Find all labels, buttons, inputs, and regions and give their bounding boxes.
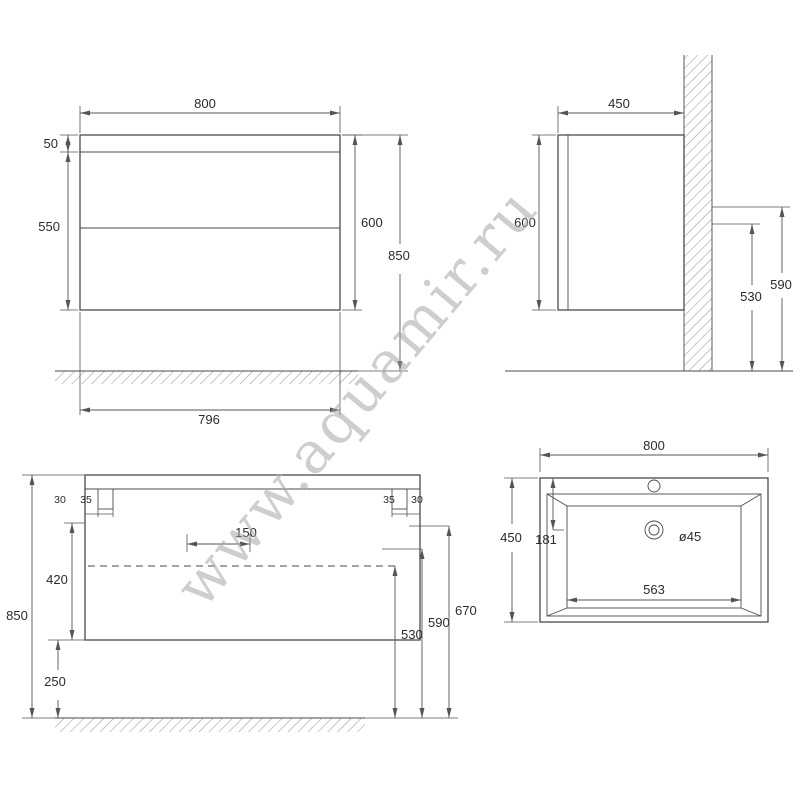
dim-front-height: 600 bbox=[361, 215, 383, 230]
dim-bracket-width-left: 35 bbox=[80, 494, 92, 506]
dim-front-width-bottom: 796 bbox=[198, 412, 220, 427]
front-view: 800 50 550 600 850 796 bbox=[38, 96, 410, 427]
dim-side-drain-height: 590 bbox=[770, 277, 792, 292]
dim-basin-drain-offset: 181 bbox=[535, 532, 557, 547]
dim-bracket-offset-right: 30 bbox=[411, 494, 423, 506]
mounting-view: 30 35 35 30 150 420 850 250 530 bbox=[6, 474, 477, 732]
dim-bracket-offset-left: 30 bbox=[54, 494, 66, 506]
dim-bracket-width-right: 35 bbox=[383, 494, 395, 506]
dim-front-width-top: 800 bbox=[194, 96, 216, 111]
dim-front-height-from-floor: 850 bbox=[388, 248, 410, 263]
dim-side-depth: 450 bbox=[608, 96, 630, 111]
basin-slope-line bbox=[546, 493, 568, 507]
side-cabinet-outline bbox=[557, 134, 685, 311]
dim-basin-depth: 450 bbox=[500, 530, 522, 545]
bracket-right bbox=[391, 488, 408, 510]
faucet-hole bbox=[647, 479, 661, 493]
dim-basin-width: 800 bbox=[643, 438, 665, 453]
dim-mounting-h670: 670 bbox=[455, 603, 477, 618]
wall-hatch bbox=[684, 55, 712, 371]
dim-side-supply-height: 530 bbox=[740, 289, 762, 304]
front-cabinet-outline bbox=[79, 134, 341, 311]
floor-hatch-mounting bbox=[55, 718, 365, 732]
dim-basin-inner-width: 563 bbox=[643, 582, 665, 597]
dim-basin-drain-diameter: ø45 bbox=[679, 529, 701, 544]
dim-mounting-bottom-gap: 250 bbox=[44, 674, 66, 689]
basin-slope-line bbox=[740, 493, 762, 507]
basin-bottom-outline bbox=[566, 505, 742, 609]
dim-front-top-panel: 50 bbox=[44, 136, 58, 151]
basin-slope-line bbox=[740, 607, 762, 617]
dim-mounting-drop: 420 bbox=[46, 572, 68, 587]
bracket-left bbox=[97, 488, 114, 510]
dim-side-height: 600 bbox=[514, 215, 536, 230]
drain-hole-outer bbox=[644, 520, 664, 540]
dim-mounting-h530: 530 bbox=[401, 627, 423, 642]
dim-mounting-span: 150 bbox=[235, 525, 257, 540]
dim-mounting-h590: 590 bbox=[428, 615, 450, 630]
basin-opening-outline bbox=[546, 493, 762, 617]
floor-hatch-front bbox=[55, 371, 358, 384]
basin-slope-line bbox=[546, 607, 568, 617]
watermark-text: www.aquamir.ru bbox=[162, 174, 551, 620]
basin-view: 800 450 181 ø45 563 bbox=[500, 438, 769, 623]
dim-mounting-total-height: 850 bbox=[6, 608, 28, 623]
basin-outer-outline bbox=[539, 477, 769, 623]
dim-front-drawer-zone: 550 bbox=[38, 219, 60, 234]
drain-hole-inner bbox=[648, 524, 660, 536]
side-view: 450 600 530 590 bbox=[505, 55, 793, 372]
